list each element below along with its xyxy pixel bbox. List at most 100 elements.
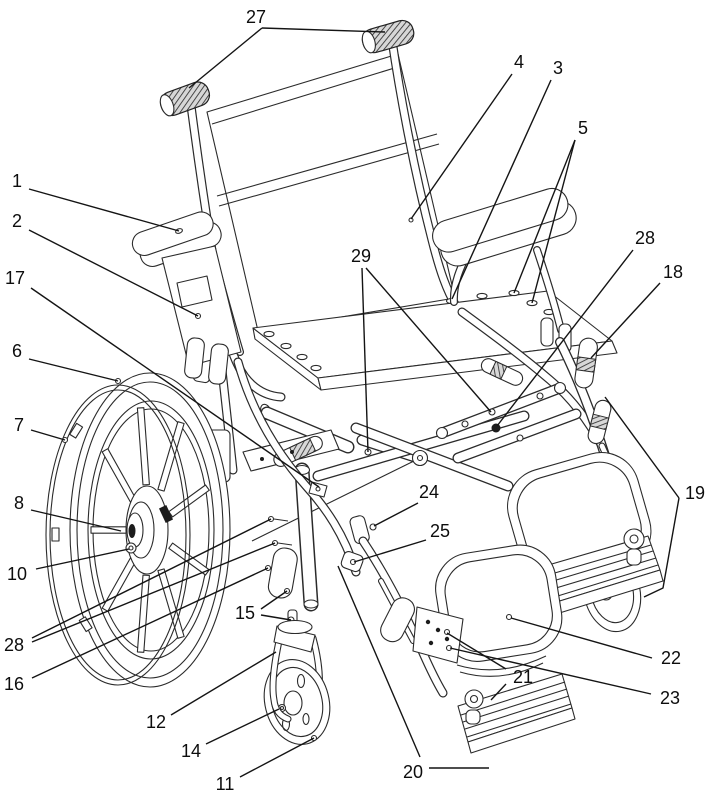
callout-28-left: 28: [4, 518, 276, 655]
seat-screw-hole: [296, 353, 308, 361]
callout-10: 10: [7, 548, 130, 584]
callout-20: 20: [337, 565, 489, 782]
leader-line-27: [261, 27, 386, 33]
leader-line-6: [28, 358, 119, 382]
leader-line-28-left: [31, 518, 272, 639]
leader-line-28-left: [31, 542, 276, 643]
release-lever-lower: [587, 399, 612, 445]
legrest-left: [412, 544, 576, 754]
leader-line-20: [337, 565, 421, 758]
push-handle-grip-left: [159, 81, 211, 117]
leader-line-29: [365, 267, 492, 413]
part-number-14: 14: [181, 741, 201, 761]
part-number-21: 21: [513, 667, 533, 687]
callout-24: 24: [373, 482, 439, 527]
callout-2: 2: [12, 211, 199, 317]
leader-line-11: [239, 737, 315, 778]
leader-line-21: [446, 632, 507, 670]
part-number-18: 18: [663, 262, 683, 282]
footplate-pivot-knob: [623, 528, 645, 550]
part-number-20: 20: [403, 762, 423, 782]
handrim-clamp: [51, 527, 60, 542]
leader-line-29: [361, 267, 369, 453]
leader-line-22: [510, 617, 653, 659]
part-number-1: 1: [12, 171, 22, 191]
part-number-6: 6: [12, 341, 22, 361]
brace-hole: [461, 420, 469, 428]
seat-screw-hole: [280, 342, 292, 350]
brace-pivot: [411, 449, 429, 467]
leader-line-27: [188, 27, 263, 89]
seat-screw-hole: [476, 292, 488, 300]
leader-line-2: [28, 229, 199, 317]
callout-28-right: 28: [496, 228, 655, 427]
part-number-8: 8: [14, 493, 24, 513]
brace-hole: [516, 434, 524, 442]
callout-3: 3: [451, 58, 563, 300]
part-number-28-right: 28: [635, 228, 655, 248]
leader-line-15: [260, 614, 292, 621]
legrest-release-lever: [574, 337, 598, 389]
part-number-17: 17: [5, 268, 25, 288]
callout-11: 11: [216, 737, 315, 794]
part-number-4: 4: [514, 52, 524, 72]
leader-line-16: [31, 567, 269, 679]
part-number-5: 5: [578, 118, 588, 138]
callout-5: 5: [513, 118, 588, 304]
part-number-22: 22: [661, 648, 681, 668]
armrest-right: [432, 187, 577, 353]
part-number-15: 15: [235, 603, 255, 623]
wheel-lock-handle-right: [480, 358, 524, 386]
caster-left: [263, 619, 331, 745]
caster-hub: [283, 690, 303, 716]
callout-25: 25: [353, 521, 450, 563]
footplate-pivot-knob-left: [464, 689, 484, 709]
part-number-24: 24: [419, 482, 439, 502]
pivot-bolt: [491, 423, 501, 433]
axle-nut: [125, 542, 137, 554]
part-number-2: 2: [12, 211, 22, 231]
callout-8: 8: [14, 493, 122, 532]
handrim: [45, 384, 191, 686]
callout-15: 15: [235, 590, 292, 623]
callout-1: 1: [12, 171, 180, 232]
armrest-pad-left: [131, 211, 214, 257]
legrest-right: [507, 451, 664, 616]
leader-line-25: [353, 539, 427, 563]
part-number-23: 23: [660, 688, 680, 708]
part-number-7: 7: [14, 415, 24, 435]
part-number-27: 27: [246, 7, 266, 27]
part-number-29: 29: [351, 246, 371, 266]
leader-line-18: [590, 282, 661, 359]
callout-22: 22: [510, 617, 681, 668]
leader-line-5: [531, 139, 576, 304]
part-number-10: 10: [7, 564, 27, 584]
leader-line-5: [513, 139, 576, 294]
part-number-11: 11: [216, 774, 235, 794]
callout-7: 7: [14, 415, 66, 441]
leader-line-21: [490, 683, 507, 701]
seat-rail-latch: [308, 481, 328, 498]
leader-line-8: [30, 509, 122, 532]
stem-bushing: [267, 547, 298, 599]
handrim-clamp: [69, 422, 84, 439]
leader-line-12: [170, 651, 277, 716]
seat-screw-hole: [263, 330, 275, 338]
leader-line-19: [643, 497, 680, 598]
push-handle-grips: [159, 19, 415, 117]
calf-pad-screw: [505, 613, 513, 621]
callout-18: 18: [590, 262, 683, 359]
leader-line-17: [30, 287, 320, 488]
callout-29: 29: [351, 246, 492, 453]
front-frame-tube: [233, 357, 361, 577]
leader-line-10: [35, 548, 130, 570]
callout-27: 27: [188, 7, 386, 89]
leader-line-4: [410, 73, 513, 220]
leader-line-7: [30, 429, 66, 441]
callout-4: 4: [410, 52, 524, 220]
leader-line-28-right: [496, 249, 634, 427]
callout-12: 12: [146, 651, 277, 732]
part-number-28-left: 28: [4, 635, 24, 655]
